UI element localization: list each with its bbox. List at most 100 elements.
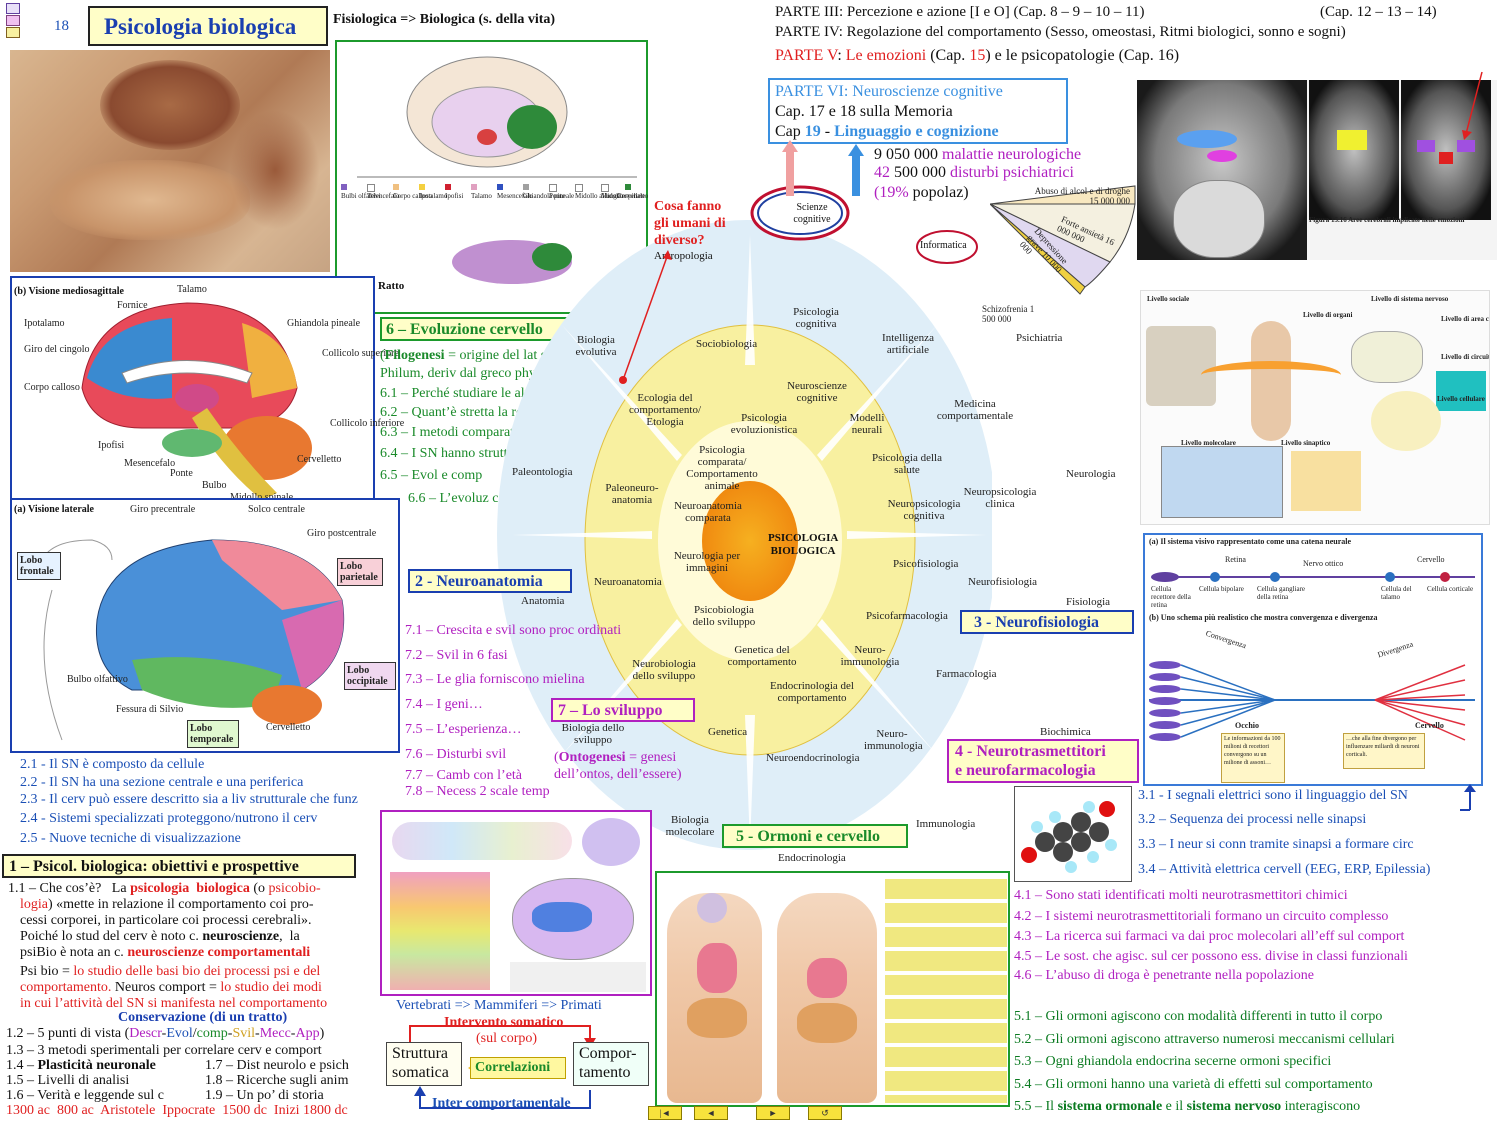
stats-line2: 42 500 000 disturbi psichiatrici [874, 164, 1074, 181]
inner-label: Neuropsicologia cognitiva [887, 498, 961, 522]
development-figure [380, 810, 652, 996]
level-label: Livello di organi [1303, 311, 1353, 319]
sec6-title: 6 – Evoluzione cervello [386, 321, 543, 338]
lateral-title: (a) Visione laterale [14, 504, 94, 515]
middle-label: Paleoneuro-anatomia [605, 482, 659, 506]
sec3-return-arrow [1460, 784, 1476, 811]
middle-label: Biologia dello sviluppo [561, 722, 625, 746]
medio-label: Midollo spinale [230, 492, 293, 503]
inner-label: Psicobiologia dello sviluppo [692, 604, 756, 628]
middle-label: Neuroendocrinologia [766, 752, 860, 764]
outer-label: Biologia evolutiva [575, 334, 617, 358]
legend-swatch-4 [445, 184, 451, 190]
sec4-title2: e neurofarmacologia [955, 762, 1096, 779]
legend-label: Telencefalo [367, 192, 400, 200]
nav-first-button[interactable]: |◄ [648, 1106, 682, 1120]
middle-label: Neuropsicologia clinica [963, 486, 1037, 510]
outer-label: Fisiologia [1066, 596, 1111, 608]
brain-legend: Bulbi olfattivi Telencefalo Corpo callos… [341, 182, 648, 212]
medio-label: Ipotalamo [24, 318, 65, 329]
nav-return-button[interactable]: ↺ [808, 1106, 842, 1120]
lateral-box: (a) Visione laterale Giro precentrale So… [10, 498, 400, 753]
legend-label: Ipofisi [445, 192, 464, 200]
correlazioni-box: Correlazioni [470, 1057, 566, 1079]
question-arrow [619, 250, 672, 384]
vertebrati-label: Vertebrati => Mammiferi => Primati [396, 998, 602, 1013]
sec7-title-box: 7 – Lo sviluppo [551, 698, 695, 722]
struttura-line1: Struttura [392, 1045, 448, 1062]
sec2-item: 2.2 - Il SN ha una sezione centrale e un… [20, 775, 304, 790]
middle-label: Neuro-immunologia [864, 728, 923, 752]
visual-note1-text: Le informazioni da 100 milioni di recett… [1224, 736, 1281, 766]
visual-note2: …che alla fine divergono per influenzare… [1343, 733, 1425, 769]
sec2-title-box: 2 - Neuroanatomia [408, 569, 572, 593]
part4: PARTE IV: Regolazione del comportamento … [775, 24, 1346, 40]
inner-label: Endocrinologia del comportamento [769, 680, 854, 704]
medio-label: Giro del cingolo [24, 344, 90, 355]
legend-label: Ghiandola pineale [523, 192, 575, 200]
sec1-i18: 1.8 – Ricerche sugli anim [205, 1073, 349, 1088]
mediosagittal-title: (b) Visione mediosagittale [14, 286, 124, 297]
timeline-item: Inizi 1800 dc [273, 1103, 348, 1118]
timeline-item: Aristotele [100, 1103, 156, 1118]
inner-label: Psicologia evoluzionistica [730, 412, 798, 436]
sec7-item: 7.6 – Disturbi svil [405, 747, 507, 762]
sec1-i14: 1.4 – Plasticità neuronale [6, 1058, 156, 1073]
lateral-label: Fessura di Silvio [116, 704, 184, 715]
timeline-item: 800 ac [56, 1103, 94, 1118]
part3-caps: (Cap. 12 – 13 – 14) [1320, 4, 1437, 20]
sec1-p5: psiBio è nota an c. neuroscienze comport… [20, 945, 311, 960]
sec1-i16: 1.6 – Verità e leggende sul c [6, 1088, 164, 1103]
sec3-title-box: 3 - Neurofisiologia [960, 610, 1134, 634]
outer-label: Biochimica [1040, 726, 1091, 738]
pie-chart [990, 185, 1136, 295]
mri-images: Figura 15.16 Aree cerebrali implicate ne… [1137, 80, 1497, 260]
nav-prev-button[interactable]: ◄ [694, 1106, 728, 1120]
level-label: Livello sinaptico [1281, 439, 1331, 447]
sec2-item: 2.3 - Il cerv può essere descritto sia a… [20, 792, 358, 807]
inner-label: Psicofisiologia [893, 558, 959, 570]
sec1-p8: in cui l’attività del SN si manifesta ne… [20, 996, 328, 1011]
lateral-label: Lobo temporale [190, 723, 234, 745]
middle-label: Neurofisiologia [968, 576, 1038, 588]
medio-label: Collicolo inferiore [330, 418, 405, 429]
sec1-i17: 1.7 – Dist neurolo e psich [205, 1058, 349, 1073]
lobo-frontale-tag: Lobo frontale [17, 552, 61, 580]
mri-caption: Figura 15.16 Aree cerebrali implicate ne… [1309, 216, 1465, 224]
sec2-item: 2.1 - Il SN è composto da cellule [20, 757, 205, 772]
creation-painting-image [10, 50, 330, 272]
mri-pointer-arrow [1462, 71, 1483, 140]
visual-note1: Le informazioni da 100 milioni di recett… [1221, 733, 1285, 783]
medio-label: Mesencefalo [124, 458, 176, 469]
medio-label: Bulbo [202, 480, 227, 491]
timeline: 1300 ac 800 ac Aristotele Ippocrate 1500… [6, 1103, 348, 1119]
question-line3: diverso? [654, 233, 705, 248]
medio-label: Ipofisi [98, 440, 125, 451]
nav-next-button[interactable]: ► [756, 1106, 790, 1120]
pie-slice1: Abuso di alcol e di droghe 15 000 000 [1034, 186, 1130, 206]
correlazioni-label: Correlazioni [475, 1060, 551, 1075]
outer-label: Paleontologia [512, 466, 573, 478]
legend-label: Corpo calloso [393, 192, 433, 200]
lateral-label: Lobo frontale [20, 555, 54, 577]
intervento-line2: (sul corpo) [476, 1031, 538, 1046]
sec5-item: 5.1 – Gli ormoni agiscono con modalità d… [1014, 1009, 1383, 1024]
sec5-title-box: 5 - Ormoni e cervello [722, 824, 908, 848]
legend-swatch-5 [471, 184, 477, 190]
visual-chain-label: Cervello [1415, 721, 1444, 730]
part3: PARTE III: Percezione e azione [I e O] (… [775, 4, 1145, 20]
visual-chain-label: Cellula recettore della retina [1151, 585, 1191, 609]
legend-swatch-10 [601, 184, 609, 192]
informatica: Informatica [920, 240, 967, 251]
level-label: Livello molecolare [1181, 439, 1236, 447]
sec5-item: 5.2 – Gli ormoni agiscono attraverso num… [1014, 1032, 1395, 1047]
molecule-svg [1021, 801, 1117, 873]
lateral-label: Cervelletto [266, 722, 311, 733]
medio-label: Ghiandola pineale [287, 318, 361, 329]
part6-title: PARTE VI: Neuroscienze cognitive [775, 83, 1003, 100]
sec1-i15: 1.5 – Livelli di analisi [6, 1073, 130, 1088]
inner-label: Neuro-immunologia [840, 644, 900, 668]
lateral-label: Lobo parietale [340, 561, 378, 583]
sec1-title-box: 1 – Psicol. biologica: obiettivi e prosp… [2, 854, 356, 878]
lobo-parietale-tag: Lobo parietale [337, 558, 383, 586]
